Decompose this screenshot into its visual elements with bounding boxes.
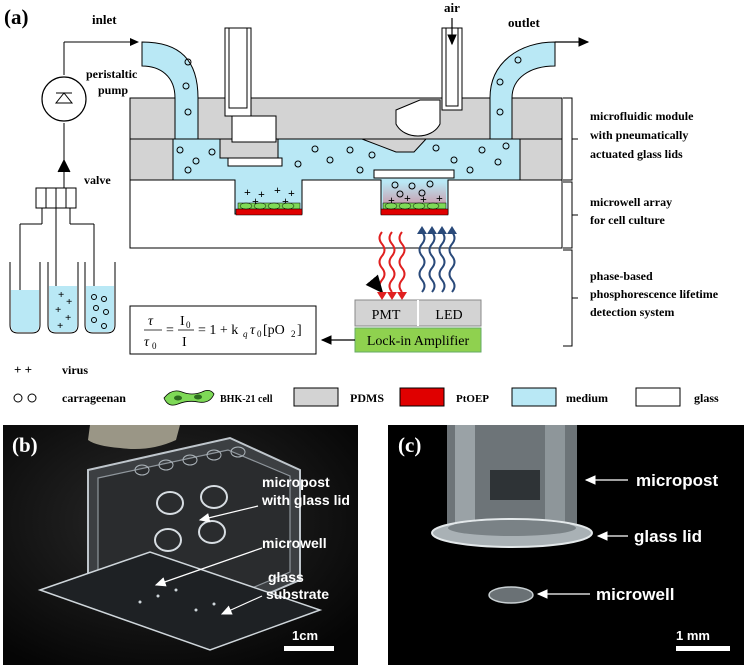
inlet-tube: [141, 41, 199, 140]
glass-lid-left: [227, 157, 283, 167]
svg-text:+: +: [258, 187, 265, 201]
svg-text:= 1 + k: = 1 + k: [198, 323, 238, 338]
outlet-tube: [489, 41, 556, 140]
svg-text:+: +: [58, 289, 64, 301]
array-label-1: microwell array: [590, 195, 672, 209]
panel-b-label: (b): [12, 433, 38, 457]
legend-carrageenan: carrageenan: [62, 391, 126, 405]
photo-c: (c) micropost glass lid microwell 1 mm: [388, 425, 744, 665]
svg-text:=: =: [166, 323, 174, 338]
svg-text:I: I: [180, 314, 185, 329]
svg-text:+: +: [436, 191, 443, 205]
svg-text:+: +: [288, 186, 295, 200]
svg-text:τ: τ: [148, 314, 154, 329]
lockin-box: [354, 327, 482, 353]
detect-label-2: phosphorescence lifetime: [590, 287, 719, 301]
svg-text:[pO: [pO: [263, 323, 285, 338]
stern-volmer-equation: [129, 305, 317, 355]
panel-a-label: (a): [4, 5, 29, 29]
svg-text:+: +: [420, 192, 427, 206]
svg-text:2: 2: [291, 329, 296, 339]
ptoep-left: [235, 208, 303, 216]
b-micropost-label-2: with glass lid: [261, 492, 350, 508]
wave-arrowheads: [377, 226, 457, 300]
section-braces: [563, 97, 578, 347]
virus-particles: +++ +++ +++ +: [244, 183, 443, 208]
outlet-label: outlet: [508, 15, 540, 30]
legend-bhk: BHK-21 cell: [220, 394, 273, 405]
valve-label: valve: [84, 173, 111, 187]
c-micropost-label: micropost: [636, 471, 719, 490]
legend-virus-symbol: + +: [14, 362, 32, 377]
legend-pdms: PDMS: [350, 391, 384, 405]
excitation-waves: [365, 231, 456, 294]
legend-virus: virus: [62, 363, 88, 377]
carrageenan-particles: [176, 56, 522, 198]
svg-text:+: +: [274, 183, 281, 197]
panel-c-label: (c): [398, 433, 421, 457]
svg-text:0: 0: [186, 320, 191, 330]
legend-glass: glass: [694, 391, 719, 405]
svg-text:τ: τ: [144, 335, 150, 350]
legend-medium: medium: [566, 391, 608, 405]
svg-text:I: I: [182, 335, 187, 350]
b-substrate-label-2: substrate: [266, 586, 329, 602]
c-scale-bar: [676, 646, 730, 651]
pmt-label: PMT: [372, 308, 401, 323]
b-substrate-label-1: glass: [268, 569, 304, 585]
pump-label-1: peristaltic: [86, 67, 138, 81]
svg-text:]: ]: [297, 323, 302, 338]
b-scale-bar: [284, 646, 334, 651]
legend-ptoep: PtOEP: [456, 393, 489, 405]
svg-text:0: 0: [257, 329, 262, 339]
svg-text:0: 0: [152, 341, 157, 351]
c-glass-lid-label: glass lid: [634, 527, 702, 546]
inlet-label: inlet: [92, 12, 117, 27]
legend: + + virus carrageenan BHK-21 cell PDMS P…: [13, 362, 719, 407]
ptoep-right: [380, 208, 449, 216]
peristaltic-pump: [41, 76, 87, 122]
valve: [19, 178, 95, 300]
b-scale-label: 1cm: [292, 628, 318, 643]
svg-text:+: +: [57, 320, 63, 332]
svg-text:+: +: [66, 296, 72, 308]
module-label-3: actuated glass lids: [590, 147, 683, 161]
svg-text:+: +: [252, 194, 259, 208]
svg-text:τ: τ: [250, 323, 256, 338]
microfluidic-chip: [129, 27, 563, 249]
b-micropost-label-1: micropost: [262, 474, 330, 490]
glass-lid-right: [373, 169, 455, 179]
svg-text:+: +: [55, 304, 61, 316]
equation-text: τ τ 0 = I 0 I = 1 + k q τ 0 [pO 2 ]: [144, 314, 302, 351]
cell-layer: [239, 202, 440, 210]
flow-arrow: [57, 158, 71, 173]
svg-text:+: +: [282, 194, 289, 208]
detect-label-3: detection system: [590, 305, 674, 319]
module-label-2: with pneumatically: [590, 128, 688, 142]
svg-text:+: +: [65, 312, 71, 324]
module-label-1: microfluidic module: [590, 109, 694, 123]
svg-text:q: q: [243, 329, 248, 339]
array-label-2: for cell culture: [590, 213, 666, 227]
led-label: LED: [435, 308, 462, 323]
lockin-label: Lock-in Amplifier: [367, 334, 470, 349]
svg-text:+: +: [404, 191, 411, 205]
air-label: air: [444, 0, 460, 15]
pump-label-2: pump: [98, 83, 128, 97]
c-scale-label: 1 mm: [676, 628, 710, 643]
svg-text:+: +: [244, 185, 251, 199]
detect-label-1: phase-based: [590, 269, 653, 283]
vials: +++ ++: [9, 262, 116, 334]
photo-b: (b) micropost with glass lid microwell g…: [3, 425, 358, 665]
c-microwell-label: microwell: [596, 585, 674, 604]
svg-text:+: +: [388, 193, 395, 207]
b-microwell-label: microwell: [262, 535, 327, 551]
